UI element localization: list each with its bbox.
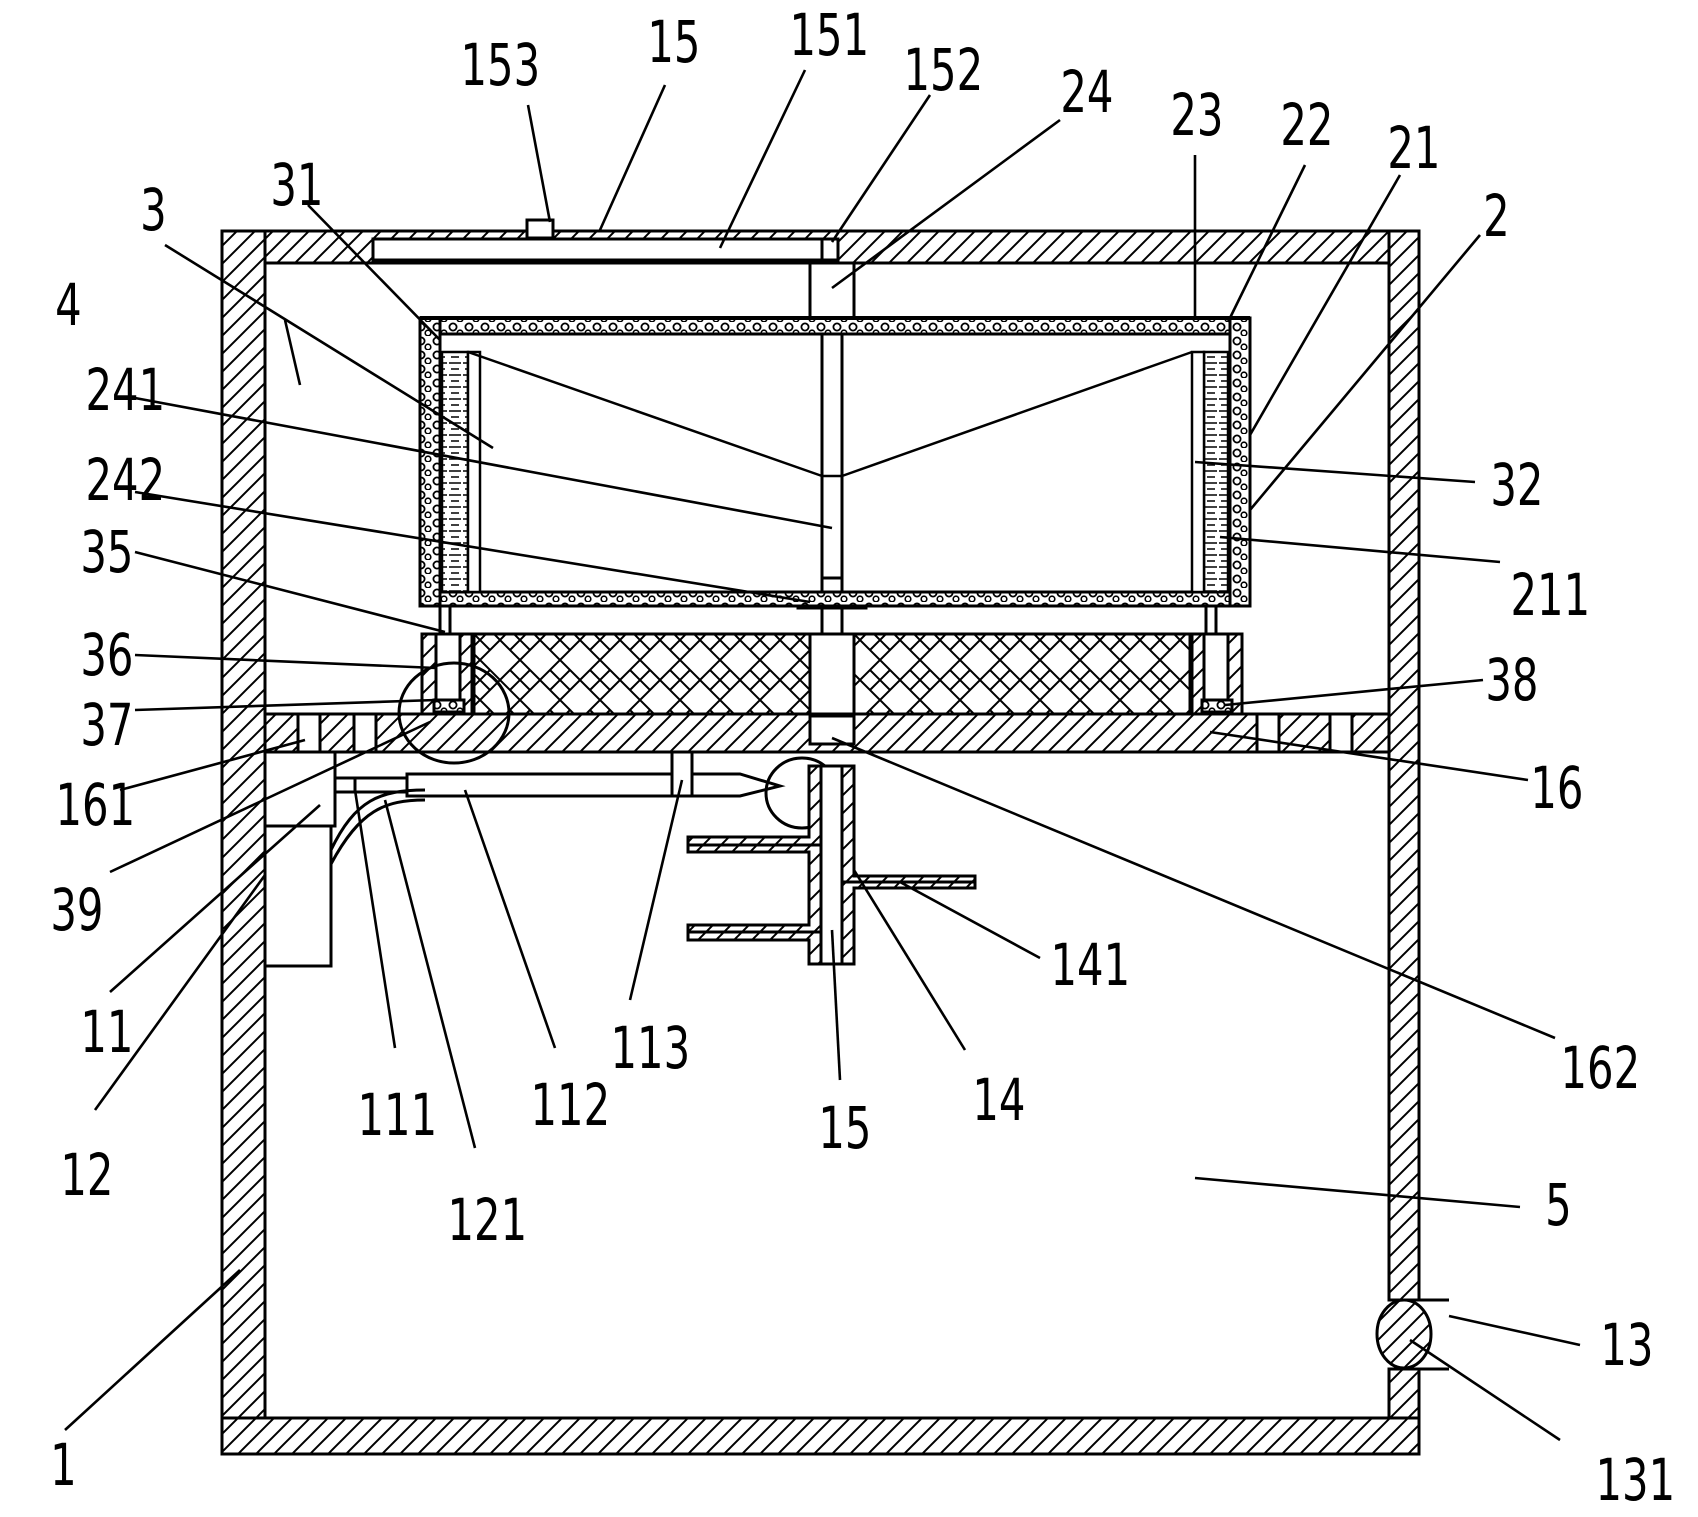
label-3: 3	[140, 176, 167, 244]
label-112: 112	[530, 1071, 610, 1139]
label-13: 13	[1600, 1311, 1653, 1379]
base-shaft-gap	[808, 632, 856, 716]
label-241: 241	[85, 356, 165, 424]
housing-walls	[220, 229, 1421, 1456]
label-151: 151	[789, 1, 869, 69]
leader-lines	[64, 69, 1581, 1442]
label-113: 113	[610, 1014, 690, 1082]
label-32: 32	[1490, 451, 1543, 519]
label-23: 23	[1170, 81, 1223, 149]
right-wall-upper	[1387, 229, 1421, 1302]
label-1: 1	[50, 1431, 77, 1499]
label-39: 39	[50, 876, 103, 944]
label-211: 211	[1510, 561, 1590, 629]
lid-track	[371, 237, 840, 262]
lid-assembly	[371, 218, 840, 262]
legs	[397, 604, 1244, 765]
label-141: 141	[1050, 931, 1130, 999]
labels: 153 15 151 152 24 23 22 21 2 31 3 4 241 …	[50, 1, 1675, 1514]
label-5: 5	[1545, 1171, 1572, 1239]
shaft-upper	[820, 316, 844, 580]
tank-12	[263, 824, 333, 968]
label-15-top: 15	[647, 8, 700, 76]
label-242: 242	[85, 446, 165, 514]
detail-circle-left	[397, 661, 511, 765]
label-131: 131	[1595, 1446, 1675, 1514]
label-38: 38	[1485, 646, 1538, 714]
basket-bottom-mesh	[418, 590, 1252, 608]
label-121: 121	[447, 1186, 527, 1254]
lid-knob	[525, 218, 555, 240]
outlet-valve-131	[1375, 1298, 1433, 1370]
label-11: 11	[80, 998, 133, 1066]
label-162: 162	[1560, 1034, 1640, 1102]
pipe-system	[263, 750, 840, 968]
left-scraper	[466, 350, 482, 594]
motor-24	[808, 261, 856, 320]
label-4: 4	[55, 271, 82, 339]
right-arm	[841, 350, 1193, 478]
basket-left-mesh	[418, 316, 442, 608]
label-2: 2	[1483, 182, 1510, 250]
left-arm-3	[467, 350, 823, 478]
label-161: 161	[55, 771, 135, 839]
label-15-bottom: 15	[818, 1094, 871, 1162]
label-152: 152	[903, 36, 983, 104]
lid-end-block	[820, 237, 840, 262]
label-153: 153	[460, 31, 540, 99]
left-filter-layer	[440, 350, 470, 594]
inner-filters	[440, 350, 1230, 594]
spray-pipe-14	[686, 764, 977, 966]
label-12: 12	[60, 1141, 113, 1209]
label-22: 22	[1280, 91, 1333, 159]
filter-basket	[418, 316, 1252, 608]
pipe-112	[405, 772, 679, 798]
label-36: 36	[80, 621, 133, 689]
label-111: 111	[357, 1081, 437, 1149]
bottom-wall	[220, 1416, 1421, 1456]
outlet	[1375, 1298, 1449, 1371]
hose-121	[329, 788, 426, 851]
pipe-111	[333, 776, 409, 794]
basket-right-mesh	[1228, 316, 1252, 608]
valve-113	[670, 750, 694, 798]
pump-39	[263, 750, 337, 828]
basket-top-mesh	[418, 316, 1252, 336]
label-14: 14	[972, 1066, 1025, 1134]
label-35: 35	[80, 518, 133, 586]
right-scraper-32	[1190, 350, 1206, 594]
label-24: 24	[1060, 58, 1113, 126]
label-37: 37	[80, 691, 133, 759]
right-filter-layer	[1202, 350, 1230, 594]
label-31: 31	[270, 151, 323, 219]
nozzle	[690, 772, 786, 798]
label-16: 16	[1530, 754, 1583, 822]
label-21: 21	[1387, 114, 1440, 182]
